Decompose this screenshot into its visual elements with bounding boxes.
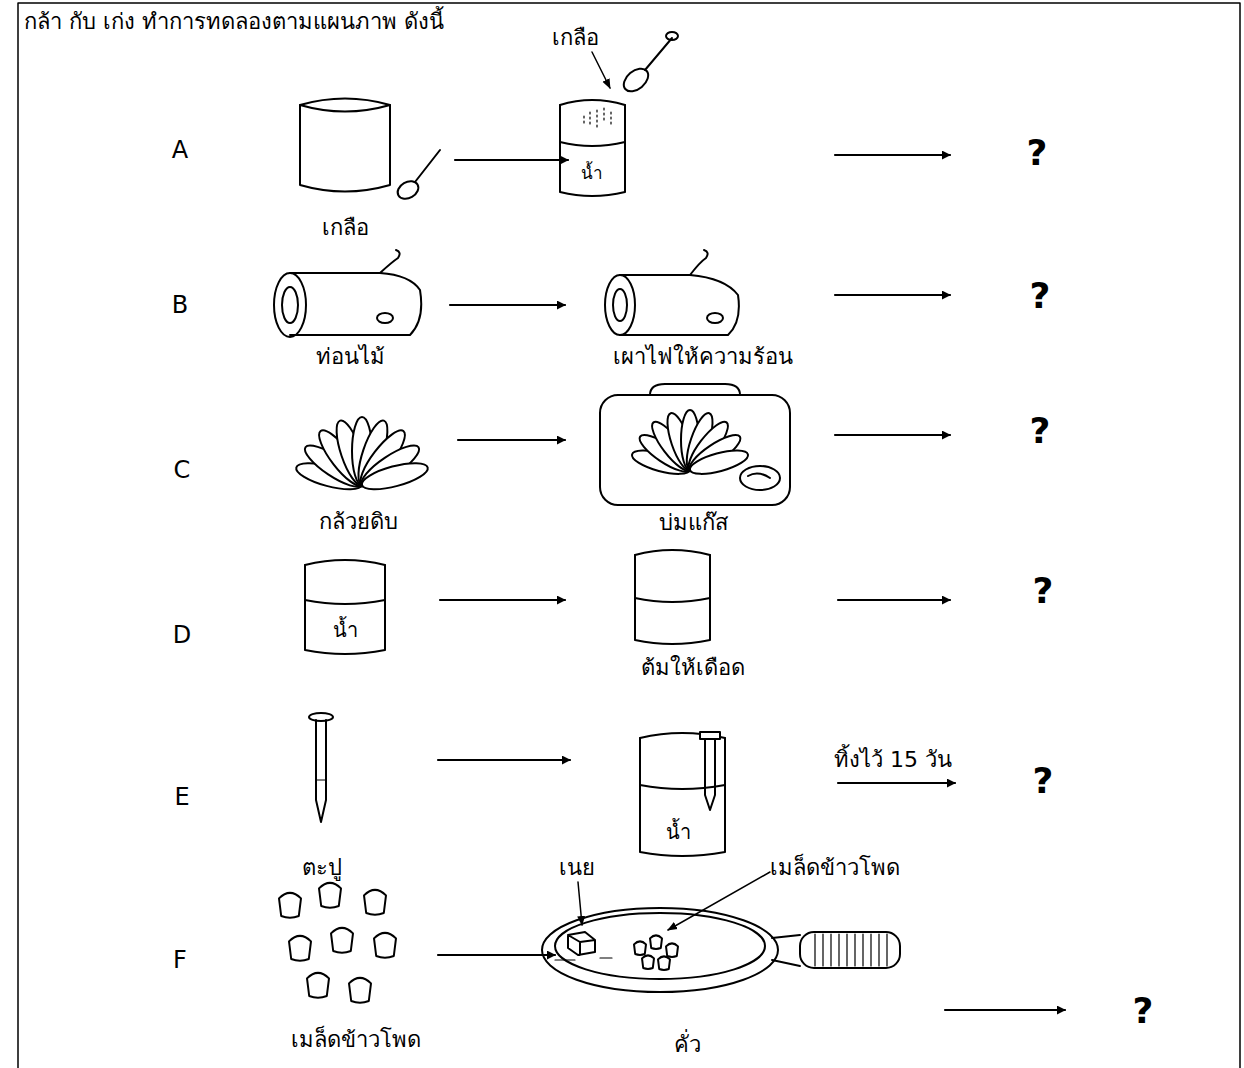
row-letter: F [173, 945, 187, 975]
part-label: น้ำ [581, 163, 603, 184]
frying-pan [542, 872, 900, 992]
heated-log [605, 250, 739, 335]
boiling-beaker [635, 550, 710, 644]
part-label: กล้วยดิบ [319, 508, 398, 536]
ripening-jar [600, 384, 790, 505]
step-label: บ่มแก๊ส [659, 509, 728, 537]
row-letter: C [174, 455, 191, 485]
step-label: เผาไฟให้ความร้อน [613, 343, 793, 371]
question-mark: ? [1133, 988, 1154, 1033]
row-letter: B [172, 290, 188, 320]
part-label: เนย [559, 854, 595, 882]
part-label: น้ำ [333, 618, 358, 643]
question-mark: ? [1030, 408, 1051, 453]
step-label: คั่ว [674, 1031, 701, 1059]
row-letter: D [173, 620, 191, 650]
part-label: เมล็ดข้าวโพด [770, 854, 900, 882]
part-label: เกลือ [322, 214, 369, 242]
corn-kernels [279, 883, 396, 1003]
nail-in-water [640, 732, 725, 856]
part-label: ท่อนไม้ [316, 343, 385, 371]
step-label: ต้มให้เดือด [641, 654, 745, 682]
part-label: เมล็ดข้าวโพด [291, 1026, 421, 1054]
step-label: ทิ้งไว้ 15 วัน [834, 746, 952, 774]
question-mark: ? [1027, 130, 1048, 175]
water-beaker [305, 560, 385, 654]
banana-bunch [294, 417, 431, 495]
question-mark: ? [1033, 758, 1054, 803]
beaker-with-salt [560, 32, 678, 196]
frame [18, 3, 1240, 1068]
salt-container [300, 99, 440, 203]
row-letter: A [172, 135, 188, 165]
row-letter: E [174, 782, 189, 812]
question-mark: ? [1033, 568, 1054, 613]
process-arrows [438, 155, 1065, 1010]
part-label: น้ำ [666, 820, 691, 845]
part-label: เกลือ [552, 24, 599, 52]
log [274, 250, 421, 337]
title: กล้า กับ เก่ง ทำการทดลองตามแผนภาพ ดังนี้ [24, 8, 444, 36]
question-mark: ? [1030, 273, 1051, 318]
nail [309, 713, 333, 822]
part-label: ตะปู [302, 854, 342, 882]
